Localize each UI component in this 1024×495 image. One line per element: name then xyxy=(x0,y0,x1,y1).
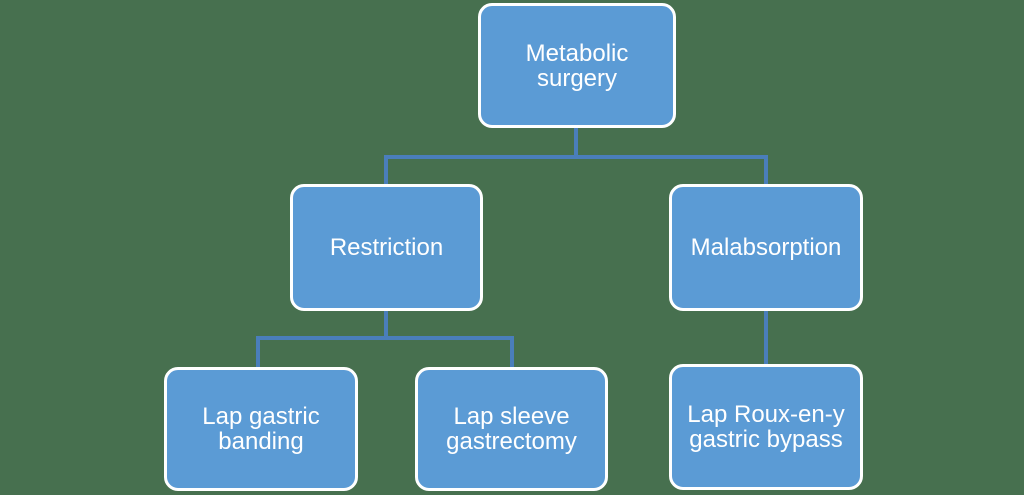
node-lap-gastric-banding: Lap gastric banding xyxy=(164,367,358,491)
node-restriction: Restriction xyxy=(290,184,483,311)
node-metabolic-surgery-label: Metabolic surgery xyxy=(525,39,629,92)
connector-level2-horizontal xyxy=(256,336,514,340)
node-lap-roux-en-y-gastric-bypass-label: Lap Roux-en-y gastric bypass xyxy=(687,401,845,453)
node-restriction-label: Restriction xyxy=(329,234,444,261)
node-metabolic-surgery: Metabolic surgery xyxy=(478,3,676,128)
connector-root-stem xyxy=(574,127,578,159)
node-lap-sleeve-gastrectomy-label: Lap sleeve gastrectomy xyxy=(446,403,577,455)
node-malabsorption-label: Malabsorption xyxy=(690,234,842,261)
connector-to-malabsorption xyxy=(764,155,768,185)
connector-to-sleeve-gastrectomy xyxy=(510,336,514,368)
connector-to-gastric-banding xyxy=(256,336,260,368)
node-lap-roux-en-y-gastric-bypass: Lap Roux-en-y gastric bypass xyxy=(669,364,863,490)
connector-to-roux-en-y xyxy=(764,310,768,365)
connector-to-restriction xyxy=(384,155,388,185)
connector-level1-horizontal xyxy=(384,155,768,159)
connector-restriction-stem xyxy=(384,310,388,340)
node-lap-gastric-banding-label: Lap gastric banding xyxy=(202,403,320,455)
node-malabsorption: Malabsorption xyxy=(669,184,863,311)
node-lap-sleeve-gastrectomy: Lap sleeve gastrectomy xyxy=(415,367,608,491)
